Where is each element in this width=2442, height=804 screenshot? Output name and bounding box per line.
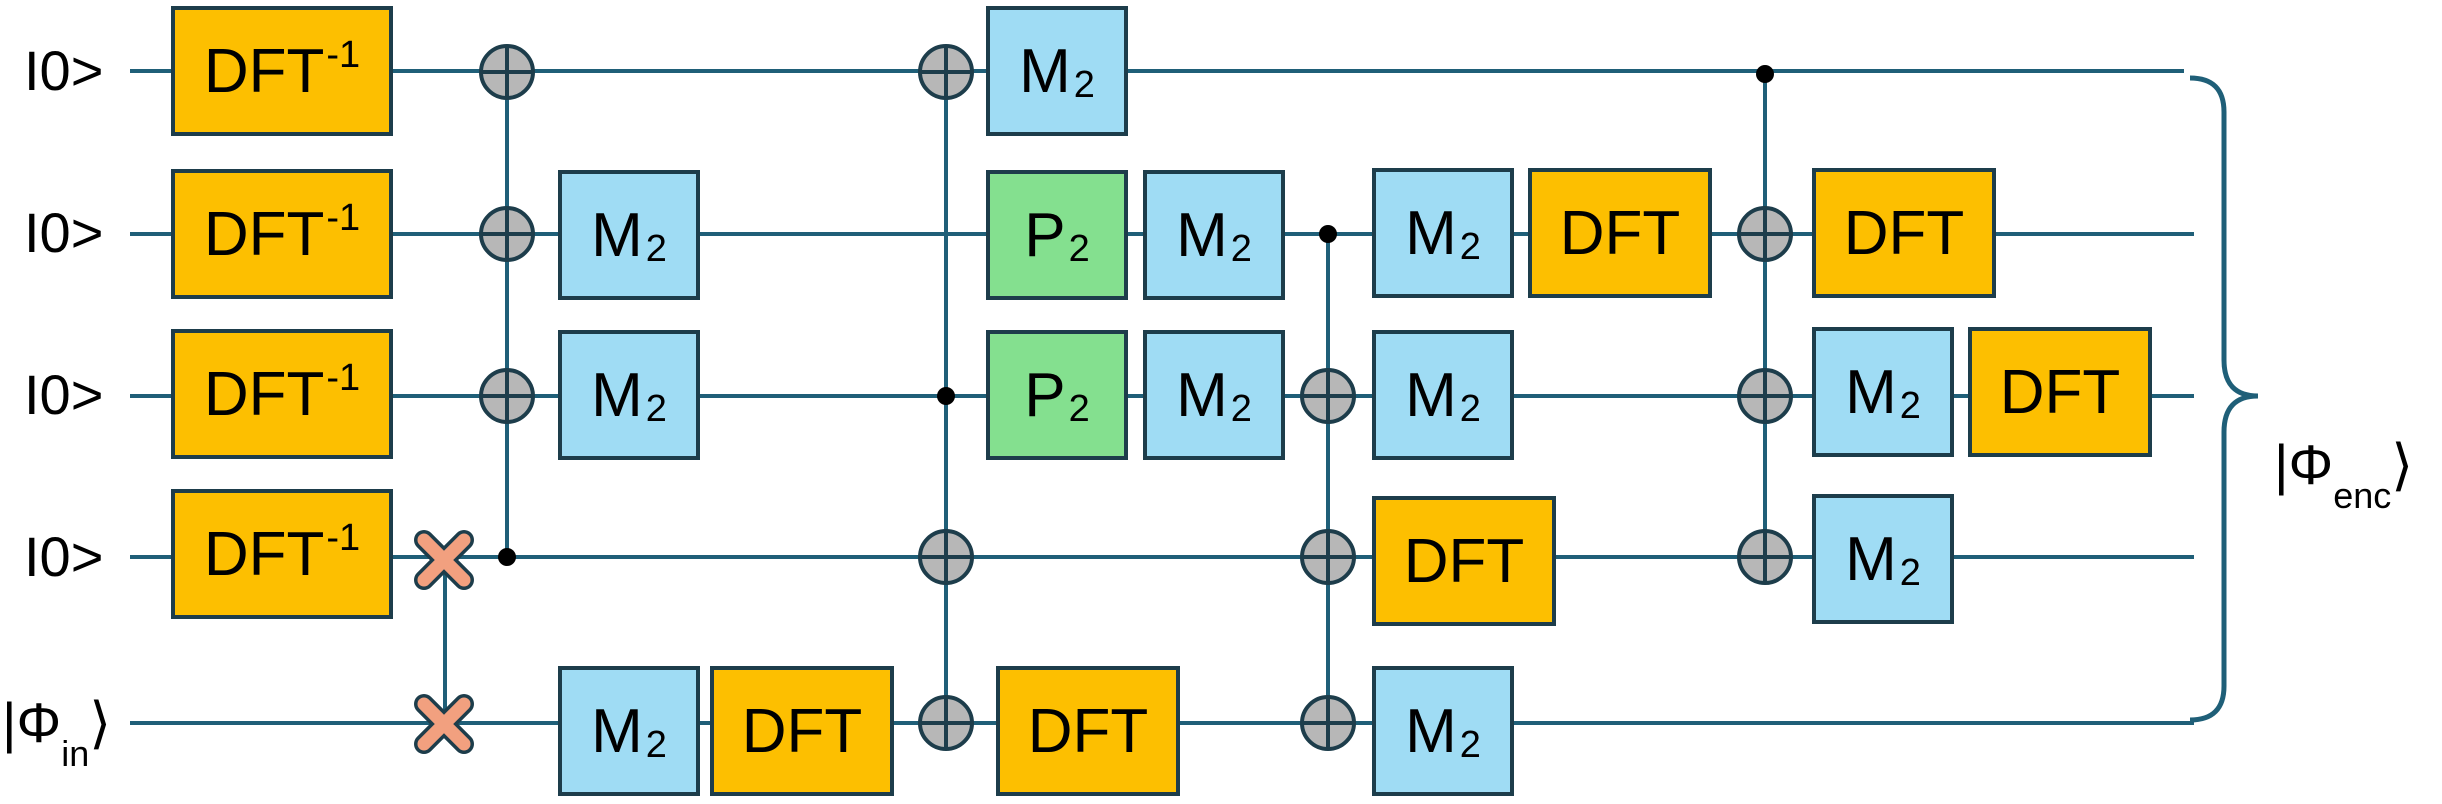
gate-dft-q1-a: DFT — [1528, 168, 1712, 298]
control-line-4 — [1763, 74, 1767, 560]
output-label: |Φenc⟩ — [2274, 433, 2414, 517]
input-label-q1: I0> — [24, 201, 104, 264]
input-label-q3: I0> — [24, 525, 104, 588]
input-label-q2: I0> — [24, 363, 104, 426]
control-line-1 — [505, 70, 509, 558]
target-q4-col3 — [1300, 695, 1356, 751]
control-dot-q2-col2 — [937, 387, 955, 405]
target-q4-col2 — [918, 695, 974, 751]
gate-dft-q3-a: DFT — [1372, 496, 1556, 626]
target-q1-col4 — [1737, 206, 1793, 262]
target-q1-col1 — [479, 206, 535, 262]
control-dot-q1-col3 — [1319, 225, 1337, 243]
gate-dft-q4-a: DFT — [710, 666, 894, 796]
target-q3-col2 — [918, 529, 974, 585]
control-line-3 — [1326, 234, 1330, 724]
input-label-q0: I0> — [24, 39, 104, 102]
gate-dft-q1-b: DFT — [1812, 168, 1996, 298]
swap-cross-q3 — [414, 530, 474, 590]
gate-dft-q4-b: DFT — [996, 666, 1180, 796]
target-q2-col3 — [1300, 368, 1356, 424]
gate-dft-inverse-q3: DFT-1 — [171, 489, 393, 619]
output-brace — [2189, 75, 2259, 723]
gate-dft-q2: DFT — [1968, 327, 2152, 457]
gate-dft-inverse-q2: DFT-1 — [171, 329, 393, 459]
target-q0-col1 — [479, 44, 535, 100]
control-dot-q0-col4 — [1756, 65, 1774, 83]
target-q2-col4 — [1737, 368, 1793, 424]
gate-dft-inverse-q0: DFT-1 — [171, 6, 393, 136]
target-q3-col4 — [1737, 529, 1793, 585]
input-label-q4: |Φin⟩ — [2, 691, 112, 775]
target-q2-col1 — [479, 368, 535, 424]
wire-q3 — [130, 555, 2194, 559]
swap-cross-q4 — [414, 694, 474, 754]
gate-dft-inverse-q1: DFT-1 — [171, 169, 393, 299]
target-q0-col2 — [918, 44, 974, 100]
wire-q0 — [130, 69, 2184, 73]
control-dot-q3-col1 — [498, 548, 516, 566]
target-q3-col3 — [1300, 529, 1356, 585]
swap-line — [443, 557, 447, 723]
